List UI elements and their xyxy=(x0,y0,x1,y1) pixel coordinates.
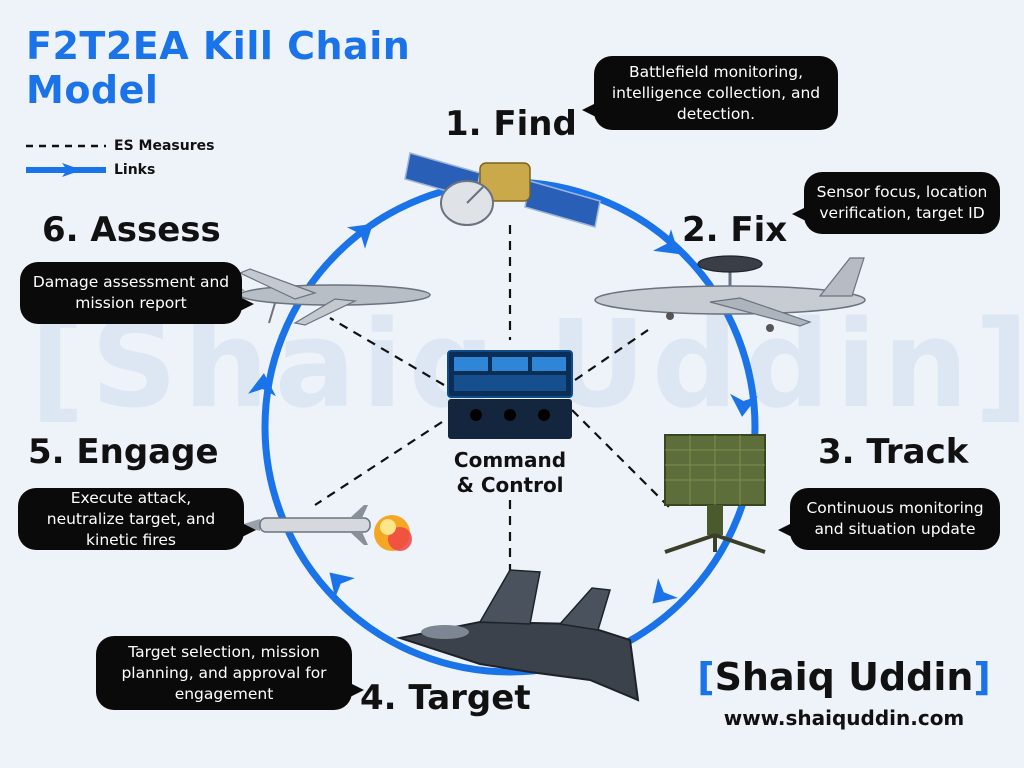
legend-measures: ES Measures xyxy=(26,134,214,158)
spoke-engage xyxy=(314,421,443,506)
command-control-line1: Command xyxy=(453,448,567,472)
brand-name-line: [Shaiq Uddin] xyxy=(694,654,994,700)
command-control-line2: & Control xyxy=(456,473,564,497)
command-control-label: Command & Control xyxy=(430,448,590,498)
drone-icon xyxy=(225,268,431,326)
link-arrows xyxy=(248,223,758,604)
arrow-fix-track xyxy=(730,393,758,417)
brand: [Shaiq Uddin] www.shaiquddin.com xyxy=(694,654,994,732)
spoke-fix xyxy=(574,329,649,381)
step-label-fix: 2. Fix xyxy=(682,210,788,250)
step-label-assess: 6. Assess xyxy=(42,210,221,250)
brand-name: Shaiq Uddin xyxy=(714,655,974,699)
description-track: Continuous monitoring and situation upda… xyxy=(778,488,1000,550)
spoke-assess xyxy=(329,317,445,386)
arrow-find-fix xyxy=(653,229,679,255)
step-label-find: 1. Find xyxy=(445,104,577,144)
description-assess: Damage assessment and mission report xyxy=(20,262,254,324)
description-fix: Sensor focus, location verification, tar… xyxy=(792,172,1000,234)
brand-url[interactable]: www.shaiquddin.com xyxy=(723,706,965,730)
arrow-assess-find xyxy=(347,223,373,249)
awacs-aircraft-icon xyxy=(594,255,866,332)
satellite-icon xyxy=(404,152,601,228)
arrow-line-icon xyxy=(26,163,106,177)
step-label-track: 3. Track xyxy=(818,432,969,472)
legend-measures-label: ES Measures xyxy=(114,138,215,154)
page-title: F2T2EA Kill Chain Model xyxy=(26,24,411,112)
command-control-icon xyxy=(447,350,573,439)
arrow-target-engage xyxy=(329,572,355,598)
step-label-target: 4. Target xyxy=(360,678,531,718)
missile-icon xyxy=(240,505,412,551)
radar-icon xyxy=(664,434,766,554)
brand-close-bracket: ] xyxy=(973,655,991,699)
description-target: Target selection, mission planning, and … xyxy=(96,636,364,710)
arrow-engage-assess xyxy=(248,373,276,397)
dashed-line-icon xyxy=(26,144,106,148)
brand-open-bracket: [ xyxy=(697,655,715,699)
spoke-track xyxy=(571,409,673,511)
legend-links: Links xyxy=(26,158,214,182)
step-label-engage: 5. Engage xyxy=(28,432,219,472)
legend-links-label: Links xyxy=(114,162,156,178)
arrow-track-target xyxy=(652,578,678,604)
description-find: Battlefield monitoring, intelligence col… xyxy=(582,56,838,130)
description-engage: Execute attack, neutralize target, and k… xyxy=(18,488,256,550)
legend: ES Measures Links xyxy=(26,134,214,182)
fighter-jet-icon xyxy=(396,569,640,702)
